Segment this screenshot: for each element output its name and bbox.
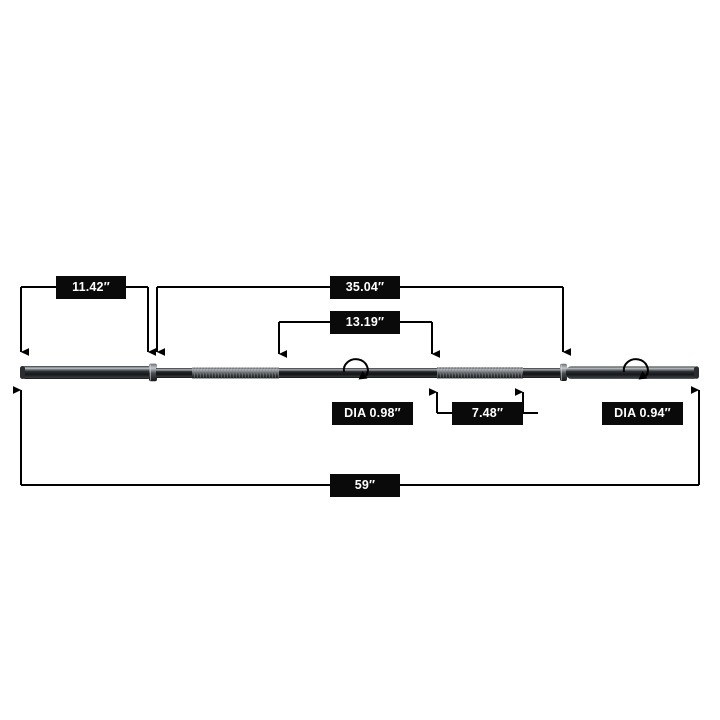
barbell-left-collar [149,363,157,382]
leader-overall-length [13,386,700,486]
label-sleeve-length: 11.42″ [56,276,126,299]
leader-end-to-center-knurl [156,286,571,356]
sleeve-diameter-ring [622,358,649,380]
label-end-to-center-knurl: 35.04″ [330,276,400,299]
barbell-outer-knurl-left [192,367,279,379]
barbell-illustration [20,358,699,382]
barbell-center-knurl [437,367,523,379]
label-outer-knurl-span: 13.19″ [330,311,400,334]
leader-center-knurl-length [429,388,538,414]
shaft-diameter-ring [342,358,369,380]
barbell-right-sleeve [566,366,699,379]
leader-outer-knurl-span [278,321,440,358]
barbell-left-sleeve [20,366,153,379]
label-sleeve-diameter: DIA 0.94″ [602,402,683,425]
label-center-knurl-length: 7.48″ [452,402,523,425]
label-overall-length: 59″ [330,474,400,497]
label-shaft-diameter: DIA 0.98″ [332,402,413,425]
leader-sleeve-length [20,286,156,356]
